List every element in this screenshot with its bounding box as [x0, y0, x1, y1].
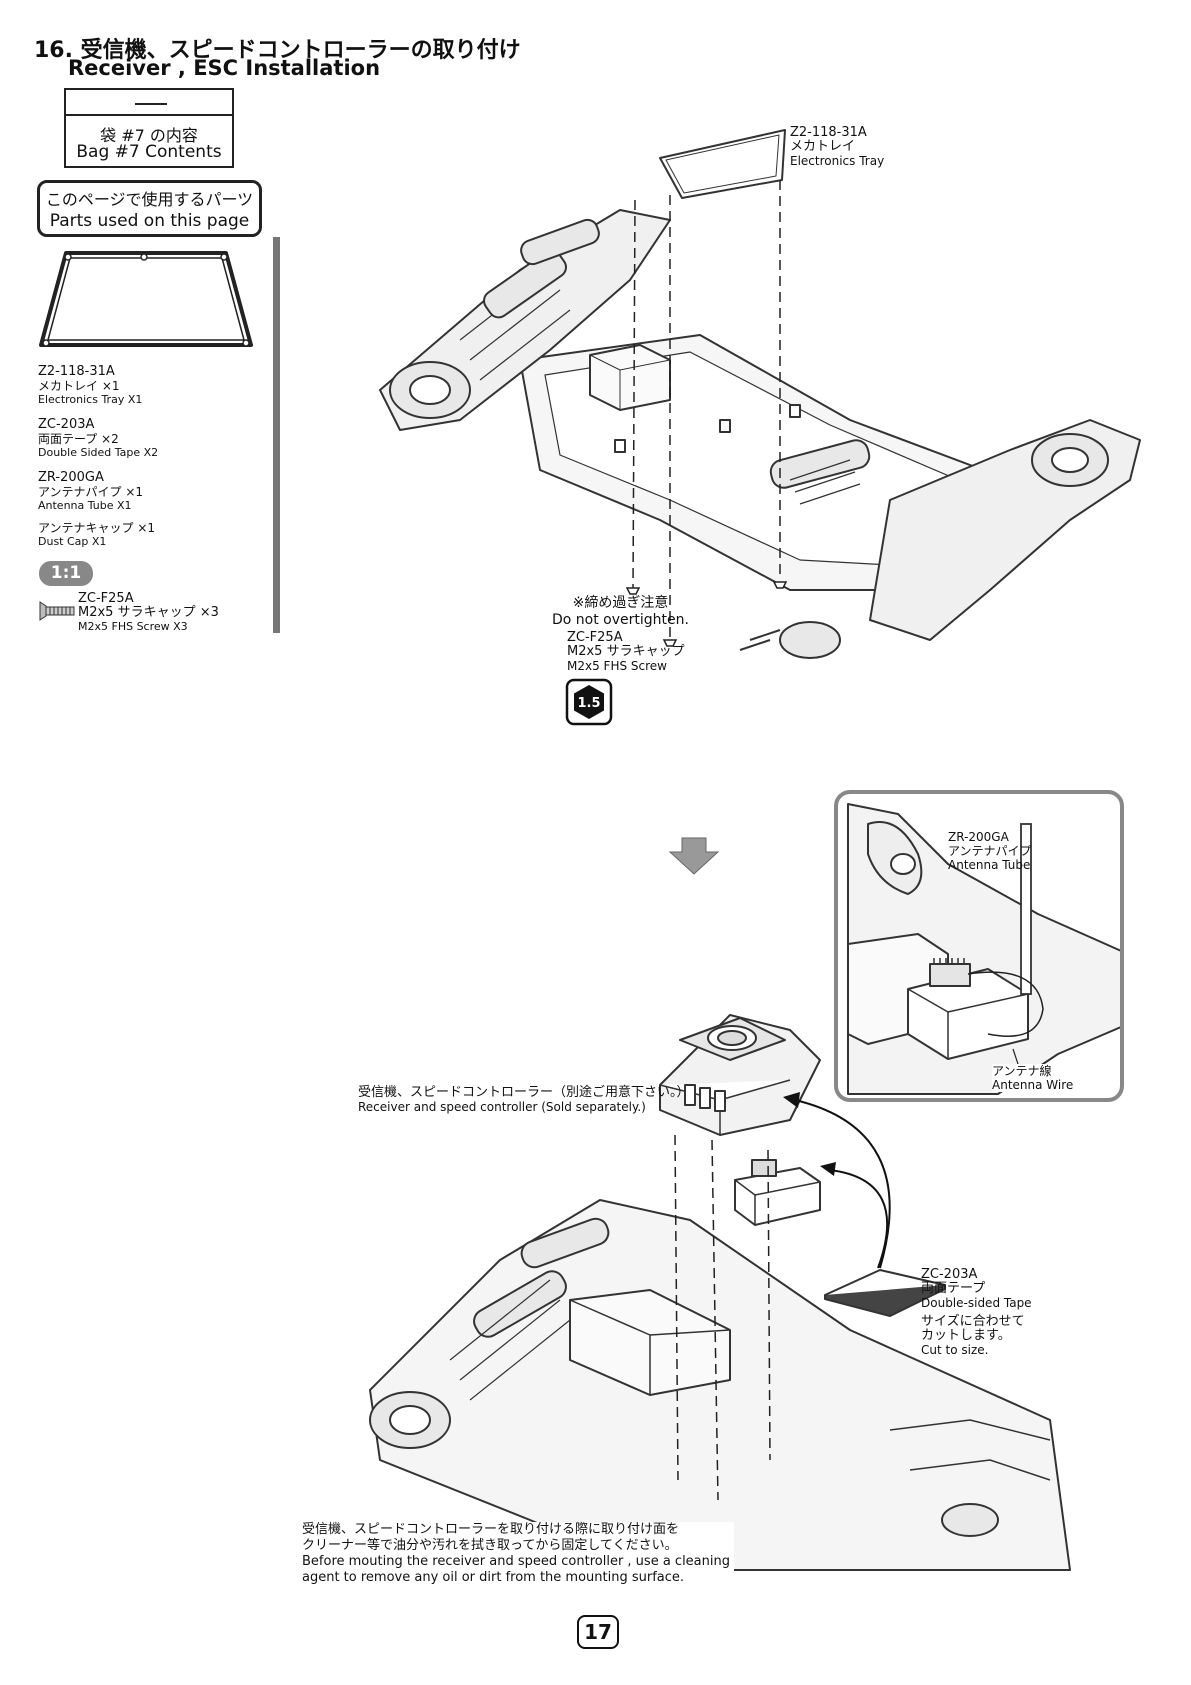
hex-size-label: 1.5 — [577, 696, 600, 711]
antenna-tube-callout: ZR-200GA アンテナパイプ Antenna Tube — [948, 830, 1032, 872]
step-title: 16. 受信機、スピードコントローラーの取り付け — [34, 38, 521, 63]
bag-contents-box: 袋 #7 の内容 Bag #7 Contents — [64, 88, 234, 168]
parts-header-jp: このページで使用するパーツ — [45, 190, 254, 209]
cleaning-note-en-2: agent to remove any oil or dirt from the… — [302, 1570, 685, 1585]
part-item: ZC-203A 両面テープ ×2 Double Sided Tape X2 — [38, 418, 158, 460]
callout-code: ZR-200GA — [948, 830, 1009, 844]
step-subtitle: Receiver , ESC Installation — [68, 56, 381, 80]
page-number: 17 — [577, 1615, 619, 1649]
tray-callout: Z2-118-31A メカトレイ Electronics Tray — [790, 125, 885, 169]
parts-used-header: このページで使用するパーツ Parts used on this page — [37, 180, 262, 237]
electronics-tray-illustration — [39, 251, 253, 347]
callout-en: Antenna Wire — [992, 1078, 1074, 1092]
part-code: ZC-F25A — [78, 591, 134, 606]
callout-jp: アンテナ線 — [992, 1064, 1052, 1078]
tape-callout: ZC-203A 両面テープ Double-sided Tape サイズに合わせて… — [921, 1267, 1032, 1358]
part-code: ZC-203A — [38, 417, 95, 432]
part-item: Z2-118-31A メカトレイ ×1 Electronics Tray X1 — [38, 365, 142, 407]
screw-part-label: ZC-F25A M2x5 サラキャップ ×3 M2x5 FHS Screw X3 — [78, 592, 219, 634]
callout-en: Double-sided Tape — [921, 1296, 1032, 1310]
part-name-en: Double Sided Tape X2 — [38, 446, 159, 459]
tape-note-jp-1: サイズに合わせて — [921, 1314, 1025, 1329]
part-name-en: Antenna Tube X1 — [38, 499, 132, 512]
cleaning-note-en-1: Before mouting the receiver and speed co… — [302, 1554, 730, 1569]
cleaning-note: 受信機、スピードコントローラーを取り付ける際に取り付け面を クリーナー等で油分や… — [302, 1522, 734, 1586]
part-name-jp: メカトレイ ×1 — [38, 379, 120, 393]
part-item: ZR-200GA アンテナパイプ ×1 Antenna Tube X1 — [38, 471, 143, 513]
callout-en: M2x5 FHS Screw — [567, 659, 667, 673]
part-name-jp: 両面テープ ×2 — [38, 432, 119, 446]
bag-label-jp: 袋 #7 の内容 — [100, 126, 198, 145]
callout-code: Z2-118-31A — [790, 125, 867, 140]
part-name-en: Electronics Tray X1 — [38, 393, 143, 406]
antenna-wire-callout: アンテナ線 Antenna Wire — [992, 1064, 1074, 1092]
scale-badge: 1:1 — [39, 561, 93, 586]
callout-jp: M2x5 サラキャップ — [567, 644, 685, 659]
antenna-detail-illustration — [847, 803, 1120, 1095]
warning-callout: ※締め過ぎ注意 Do not overtighten. — [552, 595, 689, 629]
callout-jp: アンテナパイプ — [948, 844, 1032, 858]
warning-jp: ※締め過ぎ注意 — [572, 595, 669, 611]
bag-label-en: Bag #7 Contents — [76, 142, 222, 162]
part-item: アンテナキャップ ×1 Dust Cap X1 — [38, 521, 155, 549]
bag-divider — [66, 114, 232, 116]
part-code: ZR-200GA — [38, 470, 104, 485]
cleaning-note-jp-2: クリーナー等で油分や汚れを拭き取ってから固定してください。 — [302, 1538, 678, 1553]
chassis-esc-diagram — [369, 1014, 1071, 1571]
callout-jp: 両面テープ — [921, 1281, 986, 1296]
part-name-en: M2x5 FHS Screw X3 — [78, 620, 188, 633]
down-arrow-icon — [668, 837, 720, 875]
parts-column-bar — [273, 237, 280, 633]
tape-note-en: Cut to size. — [921, 1343, 989, 1357]
tape-note-jp-2: カットします。 — [921, 1328, 1011, 1343]
bag-dash — [135, 103, 167, 105]
part-code: Z2-118-31A — [38, 364, 115, 379]
chassis-tray-diagram — [379, 129, 1141, 659]
part-name-jp: アンテナキャップ ×1 — [38, 521, 156, 535]
part-name-en: Dust Cap X1 — [38, 535, 107, 548]
callout-en: Antenna Tube — [948, 858, 1031, 872]
cleaning-note-jp-1: 受信機、スピードコントローラーを取り付ける際に取り付け面を — [302, 1522, 680, 1537]
callout-jp: 受信機、スピードコントローラー（別途ご用意下さい。） — [358, 1085, 690, 1100]
antenna-detail-box: ZR-200GA アンテナパイプ Antenna Tube アンテナ線 Ante… — [834, 790, 1124, 1102]
callout-jp: メカトレイ — [790, 139, 856, 154]
part-name-jp: M2x5 サラキャップ ×3 — [78, 605, 219, 620]
warning-en: Do not overtighten. — [552, 612, 689, 628]
callout-code: ZC-203A — [921, 1267, 978, 1282]
esc-callout: 受信機、スピードコントローラー（別途ご用意下さい。） Receiver and … — [358, 1085, 690, 1115]
callout-en: Electronics Tray — [790, 154, 885, 168]
callout-en: Receiver and speed controller (Sold sepa… — [358, 1100, 646, 1114]
screw-callout: ZC-F25A M2x5 サラキャップ M2x5 FHS Screw — [567, 630, 685, 674]
callout-code: ZC-F25A — [567, 630, 623, 645]
hex-wrench-icon: 1.5 — [565, 678, 613, 726]
part-name-jp: アンテナパイプ ×1 — [38, 485, 144, 499]
parts-header-en: Parts used on this page — [49, 211, 250, 231]
screw-icon — [39, 601, 75, 621]
